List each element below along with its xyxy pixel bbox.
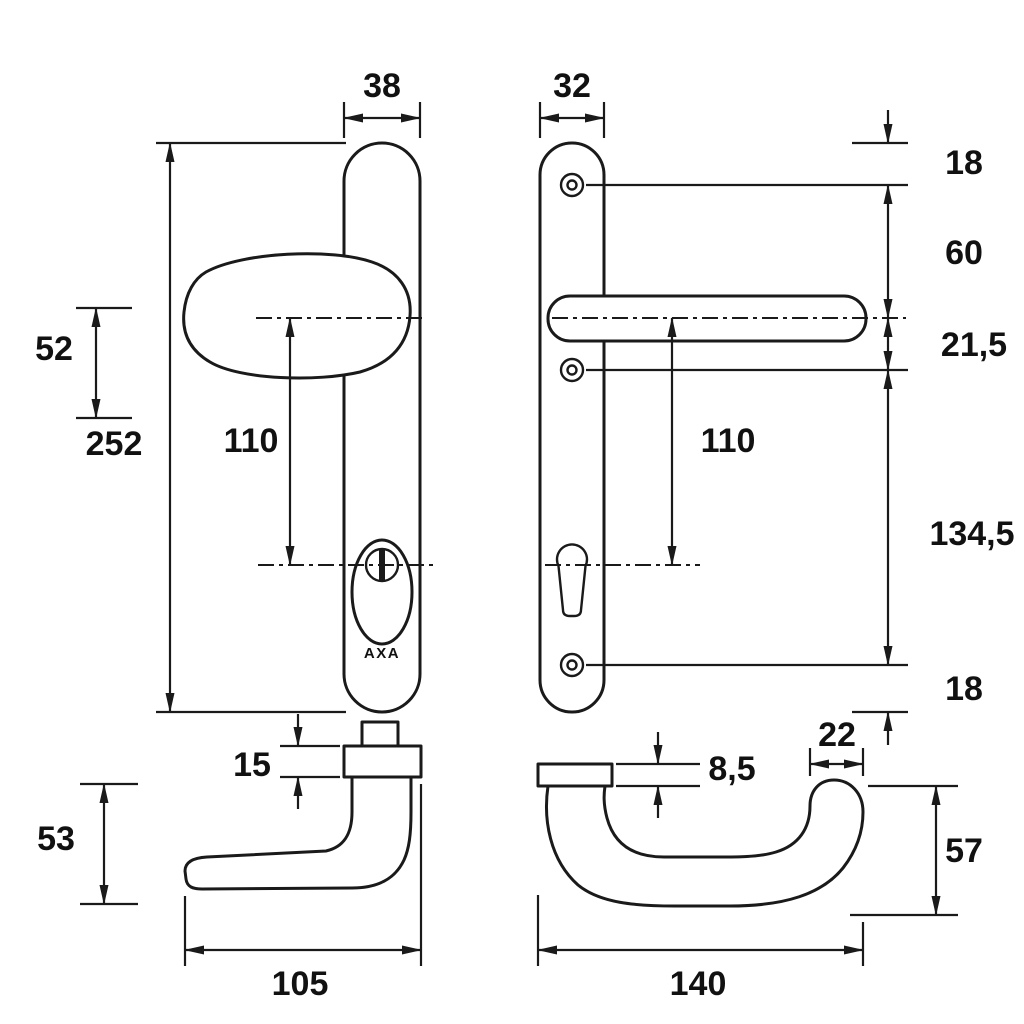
knob-profile-body (183, 775, 413, 891)
dim-grip-22: 22 (808, 716, 865, 776)
dim-length-105: 105 (183, 784, 423, 1003)
dim-plate-width-38: 38 (342, 67, 422, 138)
dim-knob-height-52: 52 (35, 306, 132, 420)
dim-plate-height-252: 252 (86, 141, 346, 714)
dim-label-32: 32 (553, 67, 591, 105)
screw-bottom (559, 652, 585, 678)
profile-view-lever (536, 762, 865, 908)
dim-label-60: 60 (945, 234, 983, 272)
spindle-nub (360, 720, 400, 748)
dim-label-15: 15 (233, 746, 271, 784)
profile-view-knob (183, 720, 423, 891)
dim-label-110-left: 110 (224, 422, 279, 460)
brand-label: AXA (364, 645, 400, 662)
screw-top (559, 172, 585, 198)
dim-height-53: 53 (37, 782, 138, 906)
dim-plate-width-32: 32 (538, 67, 606, 138)
dim-label-8-5: 8,5 (708, 750, 755, 788)
dim-label-18-top: 18 (945, 144, 983, 182)
dim-label-22: 22 (818, 716, 856, 754)
backplate-lever-side (538, 141, 606, 714)
dim-label-38: 38 (363, 67, 401, 105)
dim-label-110-right: 110 (701, 422, 756, 460)
dim-label-252: 252 (86, 425, 143, 463)
dim-label-134-5: 134,5 (929, 515, 1014, 553)
dim-label-21-5: 21,5 (941, 326, 1007, 364)
dim-collar-15: 15 (233, 714, 340, 809)
dim-label-53: 53 (37, 820, 75, 858)
dim-centers-110-right: 110 (667, 317, 756, 566)
dim-length-140: 140 (536, 895, 865, 1003)
lever-flange (536, 762, 614, 788)
lever-profile-body (545, 778, 865, 908)
dim-label-140: 140 (670, 965, 727, 1003)
screw-middle (559, 357, 585, 383)
knob (182, 252, 412, 380)
dim-centers-110-left: 110 (224, 317, 295, 566)
dim-label-105: 105 (272, 965, 329, 1003)
dim-label-57: 57 (945, 832, 983, 870)
dim-height-57: 57 (850, 784, 983, 917)
dim-label-52: 52 (35, 330, 73, 368)
dim-flange-8-5: 8,5 (616, 732, 756, 818)
knob-collar (342, 744, 423, 779)
dim-chain-right: 18 60 21,5 134,5 18 (586, 110, 1015, 745)
euro-keyhole (555, 543, 589, 618)
dim-label-18-bottom: 18 (945, 670, 983, 708)
front-view-knob-side: AXA (182, 141, 434, 714)
